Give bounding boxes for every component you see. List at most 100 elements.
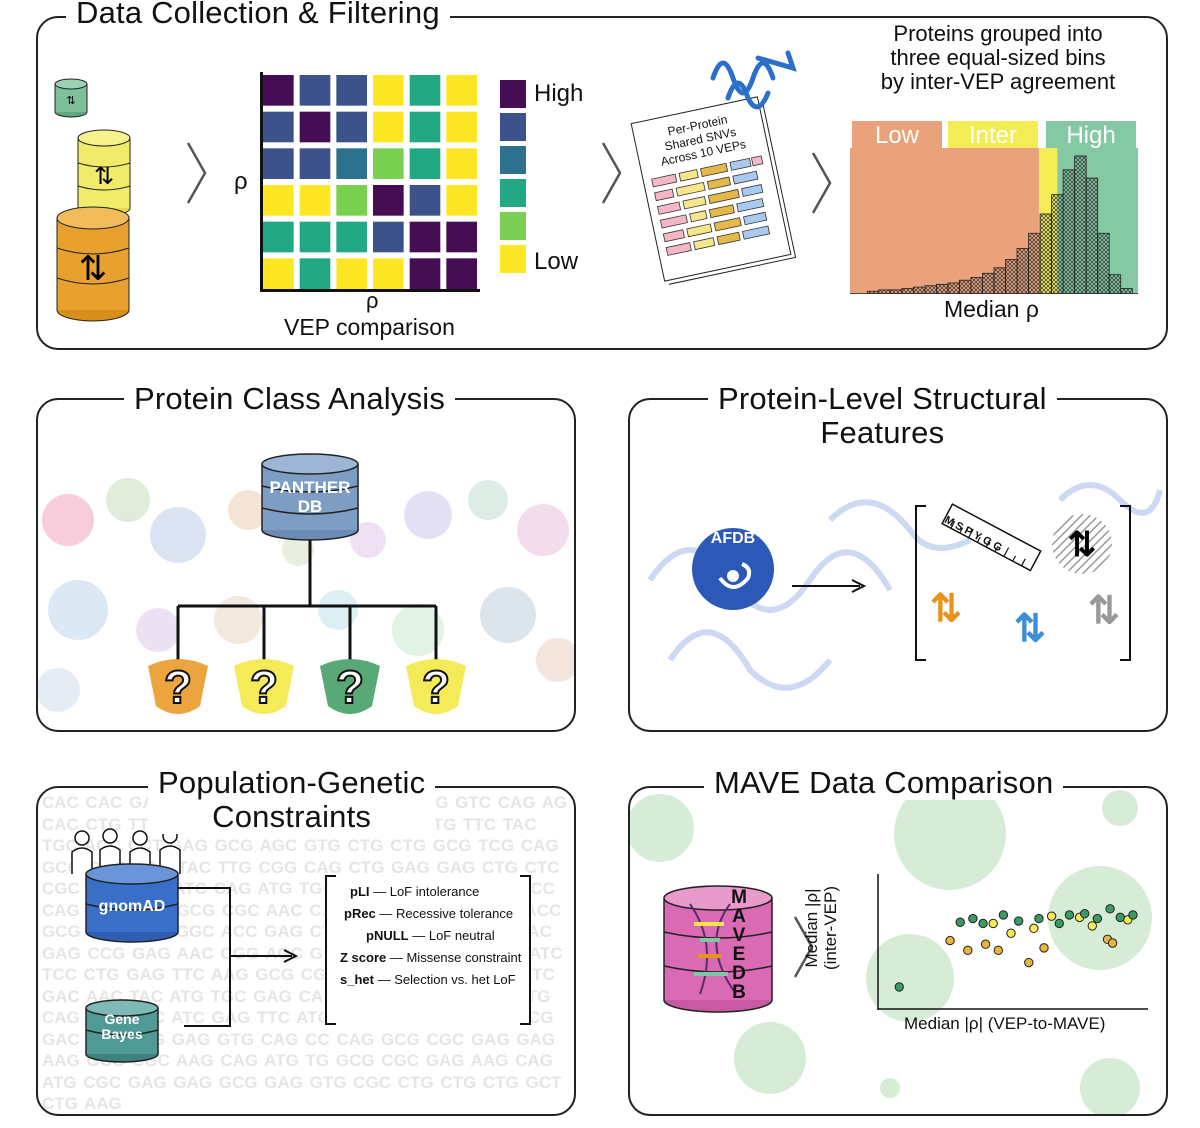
heatmap-cell (409, 185, 441, 216)
scatter-point (1013, 916, 1024, 926)
database-stack-icons: ⇅ ⇅ ⇅ (54, 78, 131, 322)
scatter-point (963, 945, 973, 956)
protein-class-title: Protein Class Analysis (124, 382, 456, 416)
small-green-database-icon: ⇅ (54, 78, 88, 118)
unknown-protein-classes (148, 659, 466, 714)
metrics-bracket (325, 875, 531, 1025)
heatmap-cell (299, 221, 331, 253)
mave-scatter-x-label: Median |ρ| (VEP-to-MAVE) (904, 1014, 1106, 1033)
mave-scatter-plot (877, 874, 1148, 1010)
bin-high-badge: High (1046, 121, 1136, 151)
connector-arrows (178, 887, 299, 1027)
histogram-bar (1085, 177, 1099, 294)
median-rho-histogram (850, 148, 1138, 294)
classification-tree (176, 540, 438, 660)
scatter-point (998, 910, 1009, 920)
afdb-logo-icon (692, 528, 774, 610)
scatter-point (1024, 957, 1034, 968)
heatmap-cell (263, 185, 294, 216)
heatmap-cell (299, 258, 331, 289)
panther-database-icon (261, 453, 359, 541)
correlation-heatmap (260, 72, 480, 292)
heatmap-cell (336, 221, 367, 253)
scatter-point (1107, 938, 1118, 948)
gnomad-database-icon (85, 863, 179, 943)
medium-yellow-database-icon: ⇅ (77, 129, 131, 217)
svg-text:⇅: ⇅ (79, 250, 108, 288)
arrow-right-icon (792, 579, 867, 593)
heatmap-cell (409, 221, 441, 253)
legend-swatch (500, 146, 526, 174)
scatter-point (1034, 913, 1044, 924)
mave-panel: MAVEDB Median |ρ| (inter-VEP) Median |ρ|… (628, 786, 1168, 1116)
scatter-point (955, 917, 965, 927)
histogram-bar (1074, 155, 1087, 294)
population-genetic-panel: CAC CAC GAC ACC TTC CAG AG TTC TAC CTG G… (36, 786, 576, 1116)
histogram-bar (947, 282, 960, 294)
scatter-point (1029, 923, 1039, 934)
histogram-x-label: Median ρ (944, 296, 1039, 322)
metric-prec: pRec — Recessive tolerance (344, 906, 514, 921)
histogram-bar (1051, 194, 1064, 294)
afdb-label: AFDB (710, 530, 756, 547)
heatmap-cell (263, 258, 294, 289)
metric-pli: pLI — LoF intolerance (350, 884, 480, 899)
legend-swatch (500, 80, 526, 108)
mavedb-database-icon (663, 885, 773, 1013)
scatter-point (1046, 911, 1057, 921)
svg-text:⇅: ⇅ (1068, 526, 1097, 564)
heatmap-cell (336, 258, 367, 289)
secondary-structure-blue-icon: ⇅ (1014, 608, 1046, 650)
bin-low-badge: Low (852, 121, 942, 151)
histogram-bar (1062, 169, 1076, 294)
histogram-bar (936, 283, 949, 294)
heatmap-x-axis-label: ρ (366, 288, 379, 313)
histogram-bar (959, 279, 972, 294)
legend-low-label: Low (534, 248, 579, 275)
legend-swatch (500, 179, 526, 207)
feature-bracket-box (915, 505, 1131, 661)
heatmap-cell (446, 148, 477, 179)
heatmap-cell (299, 75, 331, 106)
structural-features-title: Protein-Level Structural Features (708, 382, 1057, 450)
heatmap-cell (409, 75, 441, 106)
legend-high-label: High (534, 80, 584, 107)
heatmap-cell (373, 258, 404, 289)
metric-zscore: Z score — Missense constraint (340, 950, 522, 965)
heatmap-cell (299, 185, 331, 216)
unknown-class-mark-4: ? (421, 660, 451, 714)
scatter-point (1115, 912, 1125, 923)
bins-title: Proteins grouped into three equal-sized … (880, 21, 1116, 94)
bin-inter-badge: Inter (948, 121, 1038, 151)
protein-background-art (38, 478, 574, 712)
scatter-point (1079, 909, 1090, 919)
histogram-bar (1120, 288, 1133, 294)
secondary-structure-orange-icon: ⇅ (930, 588, 962, 630)
protein-structure-icon (710, 50, 797, 110)
scatter-point (1087, 921, 1097, 931)
legend-swatch (500, 212, 526, 240)
chevron-right-icon (601, 142, 622, 204)
scatter-point (1092, 913, 1103, 924)
population-genetic-title: Population-Genetic Constraints (148, 766, 436, 834)
heatmap-cell (446, 221, 477, 253)
heatmap-cell (409, 148, 441, 179)
metric-shet: s_het — Selection vs. het LoF (340, 972, 516, 987)
scatter-point (1064, 910, 1075, 920)
heatmap-cell (446, 75, 477, 106)
heatmap-cell (336, 185, 367, 216)
large-orange-database-icon: ⇅ (56, 206, 130, 322)
panther-db-label: PANTHER DB (269, 478, 351, 516)
gnomad-label: gnomAD (98, 898, 166, 915)
histogram-bar (970, 277, 983, 294)
heatmap-color-legend (500, 80, 526, 273)
scatter-point (980, 939, 991, 949)
chevron-right-icon (186, 142, 207, 204)
snv-document: Per-Protein Shared SNVs Across 10 VEPs (630, 96, 792, 282)
unknown-class-mark-2: ? (249, 660, 279, 714)
metrics-box: pLI — LoF intolerance pRec — Recessive t… (324, 874, 532, 1026)
heatmap-cell (373, 185, 404, 216)
histogram-bar (982, 272, 995, 294)
heatmap-cell (373, 221, 404, 253)
svg-text:⇅: ⇅ (66, 95, 75, 107)
